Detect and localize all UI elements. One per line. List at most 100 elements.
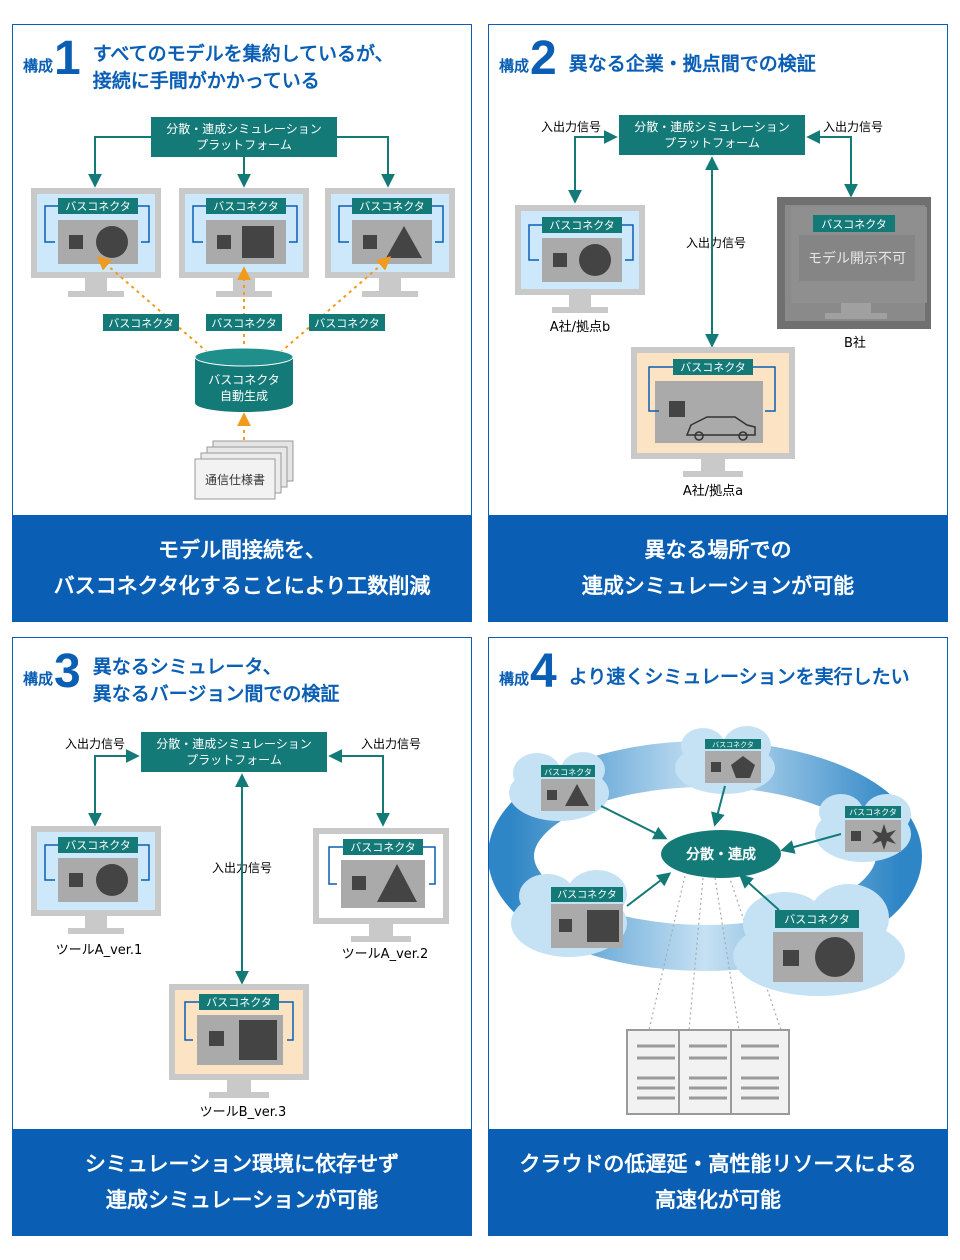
chip-icon — [559, 919, 572, 932]
panel-header: 構成 4 より速くシミュレーションを実行したい — [499, 645, 910, 698]
chip-icon — [783, 950, 799, 966]
panel-title: 異なるシミュレータ、 異なるバージョン間での検証 — [92, 656, 340, 705]
triangle-model-icon — [377, 864, 417, 902]
panel-number: 2 — [530, 32, 557, 85]
cloud-circle: バスコネクタ — [733, 884, 905, 996]
bus-connector-tag: バスコネクタ — [108, 317, 174, 330]
panel-number: 1 — [54, 32, 81, 85]
bus-connector-label: バスコネクタ — [544, 768, 592, 777]
bus-connector-label: バスコネクタ — [213, 200, 279, 213]
generator-cylinder: バスコネクタ 自動生成 — [194, 347, 294, 412]
generator-label-1: バスコネクタ — [208, 373, 280, 387]
panel-title: すべてのモデルを集約しているが、 接続に手間がかかっている — [92, 43, 394, 92]
io-signal-label: 入出力信号 — [65, 737, 125, 751]
monitor-company-b: バスコネクタ モデル開示不可 — [777, 197, 931, 329]
panel-number: 3 — [54, 645, 81, 698]
io-signal-label: 入出力信号 — [361, 737, 421, 751]
monitor-company-a-site-a: バスコネクタ — [631, 347, 795, 477]
chip-icon — [553, 253, 567, 267]
bus-connector-label: バスコネクタ — [549, 219, 615, 232]
spec-document-stack: 通信仕様書 — [194, 440, 294, 500]
panel-3: 構成 3 異なるシミュレータ、 異なるバージョン間での検証 分散・連成シミュレー… — [12, 637, 472, 1236]
bus-connector-label: バスコネクタ — [65, 839, 131, 852]
panel-title: 異なる企業・拠点間での検証 — [568, 53, 816, 75]
kousei-label: 構成 — [499, 57, 530, 75]
label-company-a-site-a: A社/拠点a — [683, 483, 743, 499]
not-disclosed-label: モデル開示不可 — [808, 250, 906, 267]
bus-connector-label: バスコネクタ — [65, 200, 131, 213]
panel-4: 構成 4 より速くシミュレーションを実行したい バスコネクタ — [488, 637, 948, 1236]
label-company-b: B社 — [844, 335, 866, 351]
platform-label-2: プラットフォーム — [196, 138, 292, 152]
square-model-icon — [239, 1020, 277, 1060]
label-tool-a-v1: ツールA_ver.1 — [56, 943, 143, 958]
bus-connector-label: バスコネクタ — [206, 996, 272, 1009]
monitor-company-a-site-b: バスコネクタ — [515, 205, 645, 313]
bus-connector-label: バスコネクタ — [359, 200, 425, 213]
chip-icon — [711, 762, 721, 772]
server-rack-icons — [626, 1029, 790, 1115]
circle-model-icon — [96, 864, 128, 896]
bus-connector-label: バスコネクタ — [350, 841, 416, 854]
diagram-3: 分散・連成シミュレーション プラットフォーム 入出力信号 入出力信号 入出力信号… — [31, 732, 449, 1120]
square-model-icon — [242, 226, 274, 258]
label-tool-b-v3: ツールB_ver.3 — [200, 1105, 287, 1120]
label-tool-a-v2: ツールA_ver.2 — [342, 947, 429, 962]
cloud-star: バスコネクタ — [815, 794, 911, 862]
generator-label-2: 自動生成 — [220, 389, 268, 403]
bus-connector-label: バスコネクタ — [849, 808, 897, 817]
platform-label-1: 分散・連成シミュレーション — [634, 119, 790, 134]
io-signal-label: 入出力信号 — [823, 120, 883, 134]
star-model-icon — [872, 824, 896, 850]
label-company-a-site-b: A社/拠点b — [550, 319, 611, 335]
chip-icon — [547, 790, 557, 800]
chip-icon — [217, 235, 231, 249]
panel-number: 4 — [530, 645, 557, 698]
circle-model-icon — [579, 244, 611, 276]
panel-1: 構成 1 すべてのモデルを集約しているが、 接続に手間がかかっている 分散・連成… — [12, 24, 472, 622]
panel-header: 構成 3 異なるシミュレータ、 異なるバージョン間での検証 — [23, 645, 340, 708]
car-icon — [685, 416, 756, 441]
monitor-square: バスコネクタ — [179, 188, 309, 297]
diagram-1: 分散・連成シミュレーション プラットフォーム バスコネクタ バスコネクタ — [31, 117, 455, 500]
diagram-4: バスコネクタ バスコネクタ バスコネクタ バスコネクタ — [489, 726, 922, 1115]
cloud-pentagon: バスコネクタ — [675, 726, 775, 794]
platform-label-1: 分散・連成シミュレーション — [156, 736, 312, 751]
monitor-triangle: バスコネクタ — [325, 188, 455, 297]
circle-model-icon — [815, 937, 855, 977]
square-model-icon — [587, 910, 619, 942]
chip-icon — [352, 876, 366, 890]
chip-icon — [209, 1031, 224, 1046]
platform-label-2: プラットフォーム — [664, 136, 760, 150]
panel-2: 構成 2 異なる企業・拠点間での検証 分散・連成シミュレーション プラットフォー… — [488, 24, 948, 622]
monitor-circle: バスコネクタ — [31, 188, 161, 297]
triangle-model-icon — [565, 784, 589, 806]
chip-icon — [669, 401, 685, 417]
chip-icon — [69, 235, 83, 249]
platform-box — [619, 115, 805, 155]
panel-footer: シミュレーション環境に依存せず 連成シミュレーションが可能 — [13, 1129, 471, 1235]
panel-header: 構成 1 すべてのモデルを集約しているが、 接続に手間がかかっている — [23, 32, 394, 95]
monitor-tool-b-v3: バスコネクタ — [169, 984, 309, 1098]
bus-connector-label: バスコネクタ — [680, 361, 746, 374]
bus-connector-label: バスコネクタ — [712, 740, 754, 749]
cloud-triangle: バスコネクタ — [509, 752, 609, 821]
bus-connector-tag: バスコネクタ — [314, 317, 380, 330]
monitor-tool-a-v2: バスコネクタ — [313, 828, 449, 942]
kousei-label: 構成 — [23, 57, 54, 75]
chip-icon — [851, 831, 861, 841]
io-signal-label: 入出力信号 — [541, 120, 601, 134]
bus-connector-label: バスコネクタ — [784, 913, 850, 926]
chip-icon — [363, 235, 377, 249]
circle-model-icon — [96, 226, 128, 258]
monitor-tool-a-v1: バスコネクタ — [31, 826, 161, 934]
panel-header: 構成 2 異なる企業・拠点間での検証 — [499, 32, 816, 85]
bus-connector-label: バスコネクタ — [821, 218, 887, 231]
panel-footer: クラウドの低遅延・高性能リソースによる 高速化が可能 — [489, 1129, 947, 1235]
diagram-2: 分散・連成シミュレーション プラットフォーム 入出力信号 入出力信号 入出力信号… — [515, 115, 931, 499]
platform-box — [151, 117, 337, 157]
cloud-square: バスコネクタ — [511, 870, 627, 957]
io-signal-label: 入出力信号 — [686, 236, 746, 250]
bus-connector-label: バスコネクタ — [557, 889, 617, 901]
panel-footer: 異なる場所での 連成シミュレーションが可能 — [489, 515, 947, 621]
